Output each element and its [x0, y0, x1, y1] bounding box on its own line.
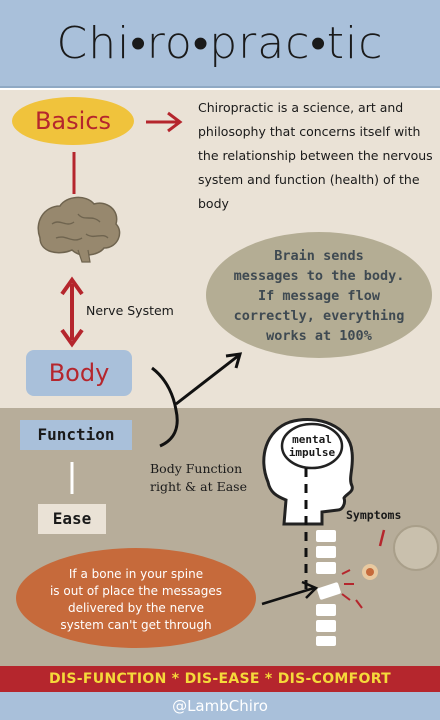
ease-badge: Ease [38, 504, 106, 534]
social-handle: @LambChiro [172, 697, 268, 715]
mental-impulse-label: mental impulse [283, 433, 341, 459]
arrow-basics-right [146, 111, 183, 133]
brain-message-line: If message flow [258, 288, 380, 304]
body-function-line: Body Function [150, 461, 243, 476]
nerve-double-arrow [60, 276, 84, 348]
mental-impulse-line: mental [292, 433, 332, 446]
bone-message-bubble: If a bone in your spine is out of place … [16, 548, 256, 648]
pain-spot-icon [355, 525, 439, 609]
basics-badge: Basics [12, 97, 134, 145]
brain-message-text: Brain sends messages to the body. If mes… [206, 246, 432, 346]
brain-message-line: messages to the body. [233, 268, 405, 284]
body-function-line: right & at Ease [150, 479, 247, 494]
dis-banner: DIS-FUNCTION * DIS-EASE * DIS-COMFORT [0, 666, 440, 692]
brain-icon [37, 196, 121, 263]
bone-message-line: If a bone in your spine [68, 567, 204, 581]
arrow-to-spine [261, 580, 319, 606]
brain-message-line: works at 100% [266, 328, 372, 344]
symptoms-label: Symptoms [346, 508, 402, 522]
title-band: Chi•ro•prac•tic [0, 0, 440, 88]
footer: @LambChiro [0, 692, 440, 720]
ease-label: Ease [52, 509, 92, 528]
dis-banner-text: DIS-FUNCTION * DIS-EASE * DIS-COMFORT [48, 671, 392, 687]
head-silhouette-icon [262, 418, 354, 526]
bone-message-text: If a bone in your spine is out of place … [16, 566, 256, 634]
brain-message-line: correctly, everything [233, 308, 405, 324]
nerve-system-label: Nerve System [86, 303, 174, 318]
definition-text: Chiropractic is a science, art and philo… [198, 100, 433, 211]
function-label: Function [37, 425, 115, 444]
brain-message-line: Brain sends [274, 248, 364, 264]
body-label: Body [48, 359, 110, 387]
page-title: Chi•ro•prac•tic [56, 18, 384, 69]
fork-arrow [151, 352, 243, 448]
bone-message-line: system can't get through [60, 618, 212, 632]
bone-message-line: delivered by the nerve [67, 601, 205, 615]
brain-message-bubble: Brain sends messages to the body. If mes… [206, 232, 432, 358]
mental-impulse-line: impulse [288, 446, 336, 459]
basics-label: Basics [34, 107, 112, 135]
function-badge: Function [20, 420, 132, 450]
bone-message-line: is out of place the messages [49, 584, 223, 598]
spine-icon [316, 530, 354, 646]
body-function-text: Body Function right & at Ease [150, 460, 247, 496]
body-badge: Body [26, 350, 132, 396]
